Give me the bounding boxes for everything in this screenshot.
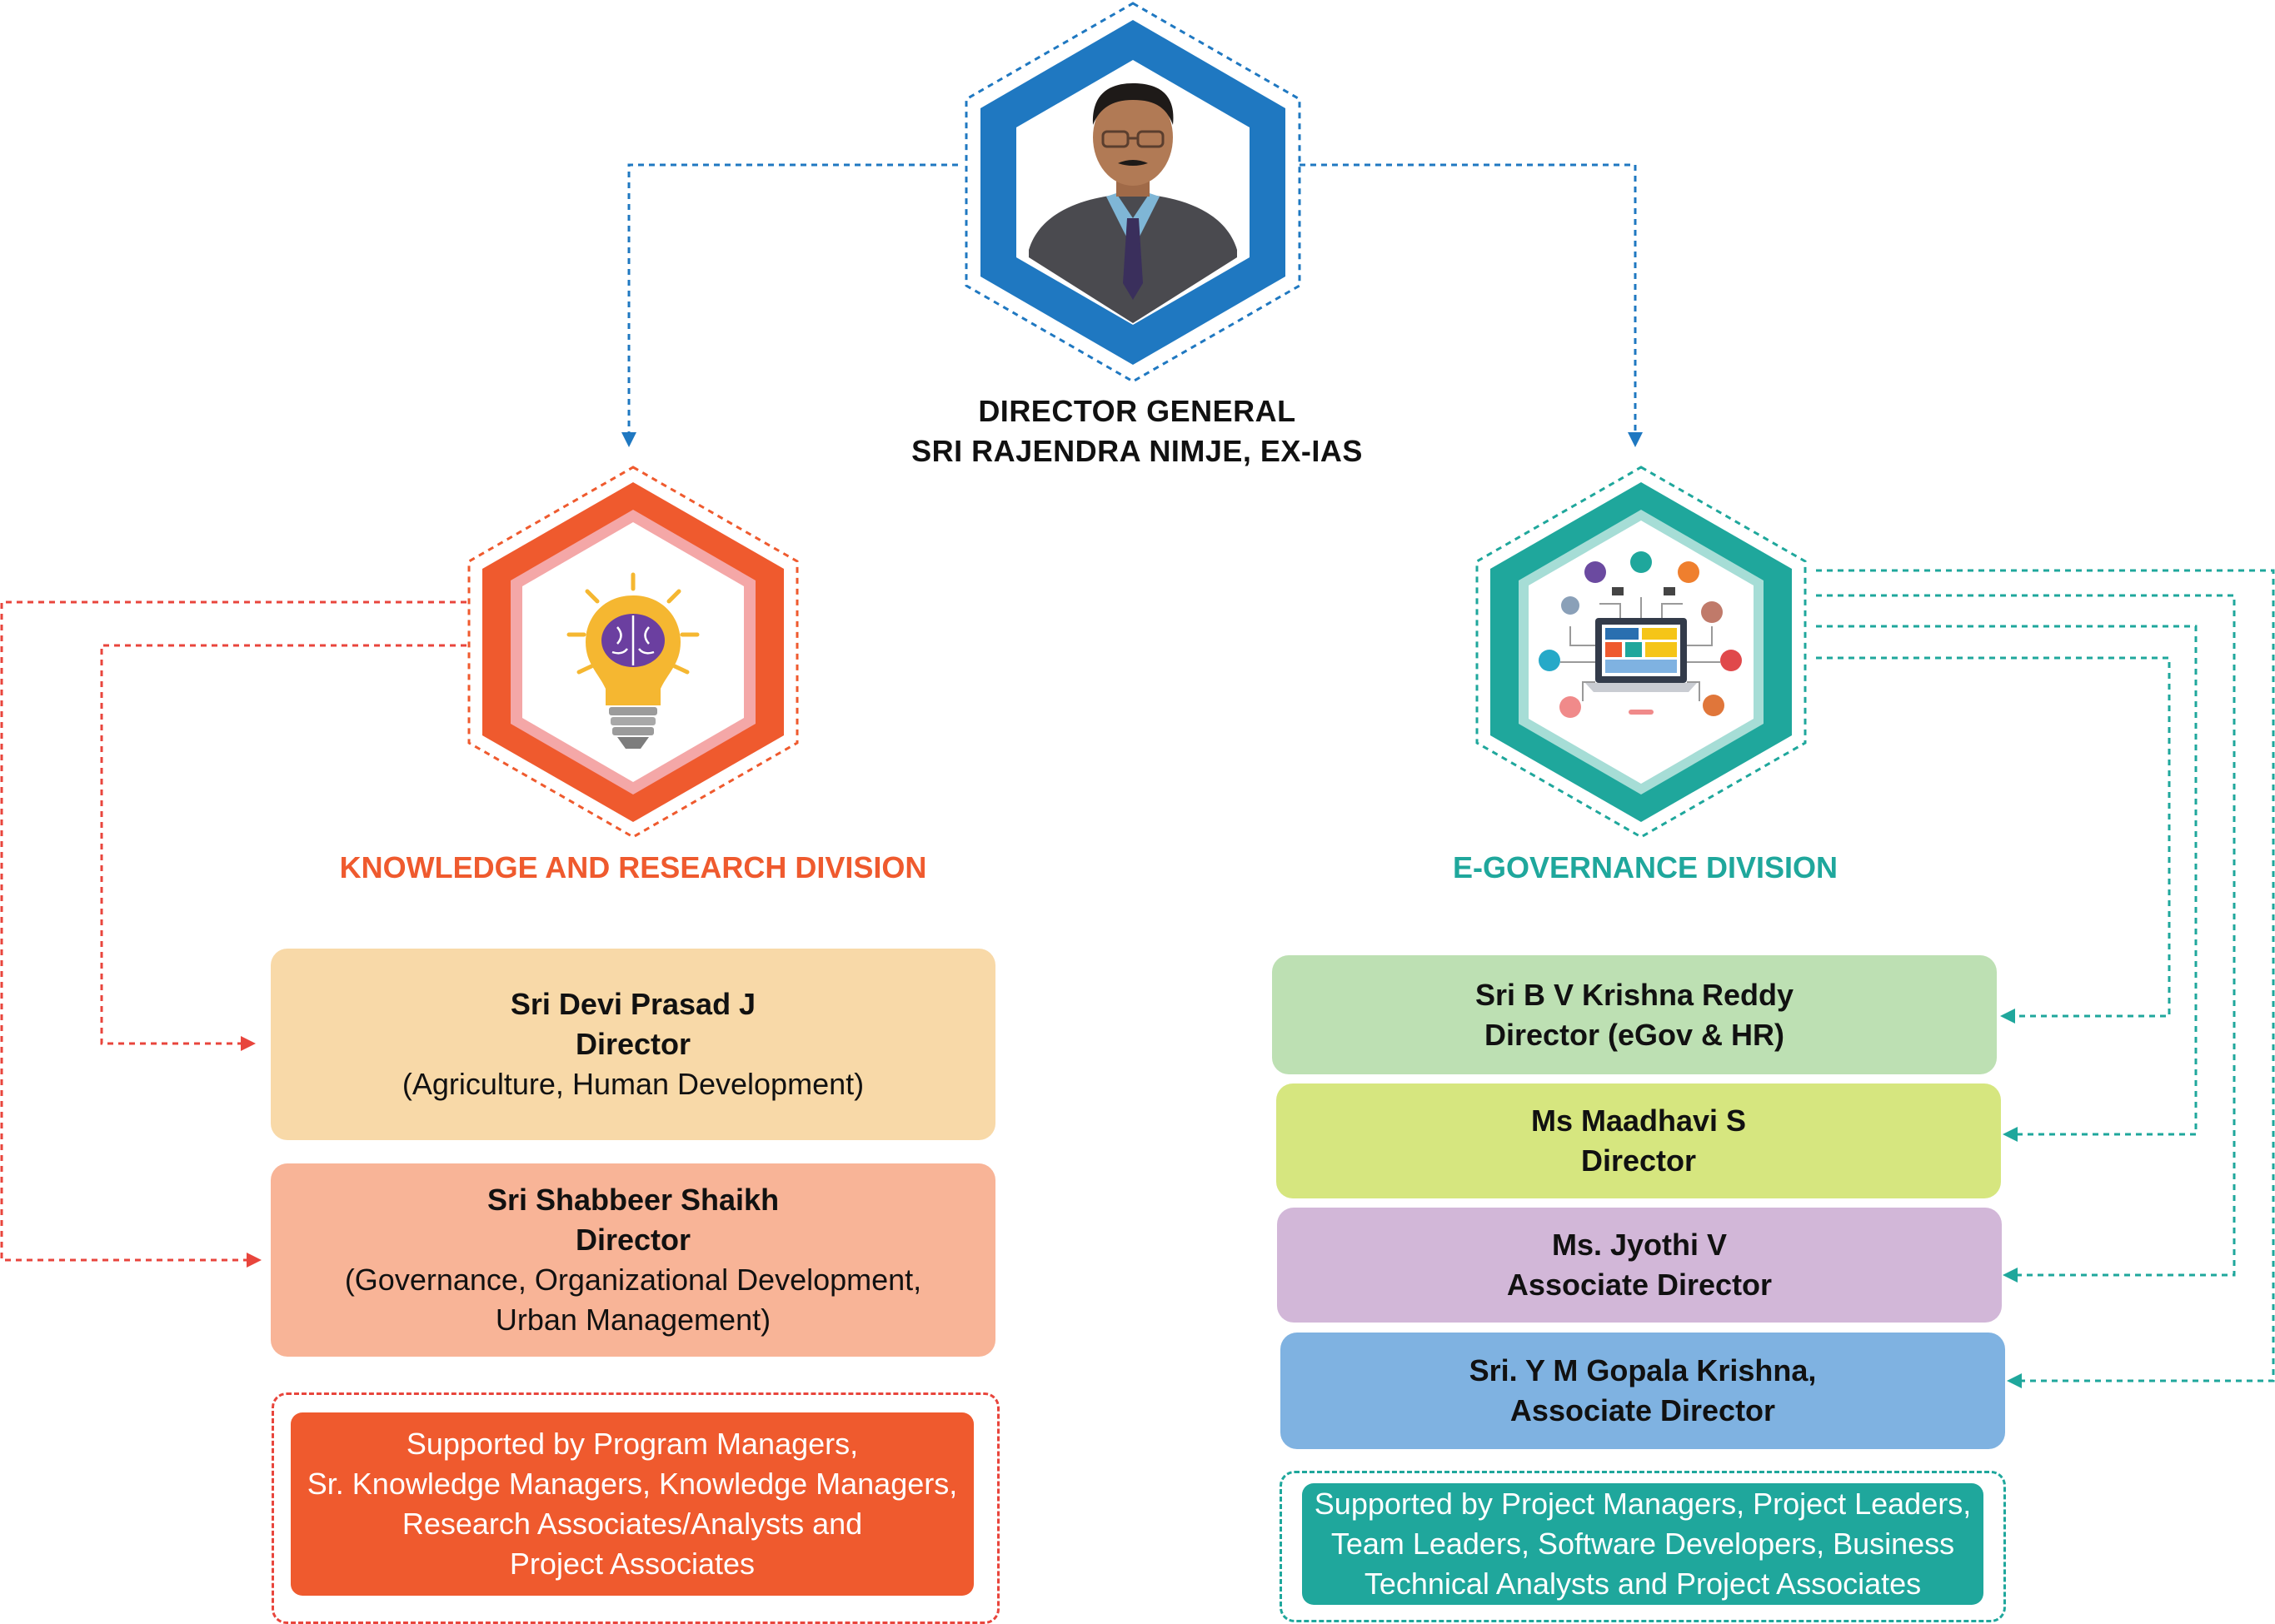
- member-detail: (Governance, Organizational Development,…: [344, 1263, 922, 1337]
- member-name: Sri B V Krishna Reddy: [1474, 977, 1794, 1012]
- eg-to-jyothi-connector: [1816, 594, 2236, 1283]
- egov-support-box: Supported by Project Managers, Project L…: [1302, 1483, 1983, 1605]
- egov-division-hexagon: [1475, 466, 1807, 839]
- director-general-title-block: DIRECTOR GENERAL SRI RAJENDRA NIMJE, EX-…: [804, 391, 1470, 471]
- egov-division-title: E-GOVERNANCE DIVISION: [1452, 850, 1838, 884]
- director-general-title: DIRECTOR GENERAL: [978, 394, 1296, 428]
- member-card-krishna-reddy: Sri B V Krishna Reddy Director (eGov & H…: [1272, 955, 1997, 1074]
- member-name: Sri Devi Prasad J: [510, 987, 756, 1021]
- member-card-shabbeer-shaikh: Sri Shabbeer Shaikh Director (Governance…: [271, 1163, 995, 1357]
- member-role: Director: [575, 1223, 691, 1257]
- member-name: Sri Shabbeer Shaikh: [486, 1183, 780, 1217]
- director-general-name: SRI RAJENDRA NIMJE, EX-IAS: [911, 434, 1363, 468]
- member-detail: (Agriculture, Human Development): [402, 1067, 865, 1101]
- member-card-maadhavi: Ms Maadhavi S Director: [1276, 1083, 2001, 1198]
- member-role: Associate Director: [1506, 1268, 1773, 1302]
- member-card-devi-prasad: Sri Devi Prasad J Director (Agriculture,…: [271, 949, 995, 1140]
- dg-to-knowledge-connector: [621, 163, 958, 447]
- member-role: Associate Director: [1509, 1393, 1776, 1427]
- member-name: Ms. Jyothi V: [1551, 1228, 1728, 1262]
- knowledge-division-title: KNOWLEDGE AND RESEARCH DIVISION: [339, 850, 927, 884]
- eg-to-gopala-connector: [1816, 569, 2275, 1388]
- director-general-hexagon: [965, 2, 1301, 383]
- eg-to-krishnareddy-connector: [1816, 656, 2171, 1024]
- kr-to-devi-connector: [100, 644, 466, 1051]
- member-card-jyothi: Ms. Jyothi V Associate Director: [1277, 1208, 2002, 1323]
- member-name: Ms Maadhavi S: [1530, 1103, 1747, 1138]
- lightbulb-brain-icon: [566, 572, 700, 749]
- member-name: Sri. Y M Gopala Krishna,: [1469, 1353, 1817, 1387]
- eg-to-maadhavi-connector: [1816, 625, 2198, 1142]
- knowledge-division-hexagon: [467, 466, 799, 839]
- director-portrait: [1029, 83, 1237, 323]
- member-role: Director: [575, 1027, 691, 1061]
- member-role: Director (eGov & HR): [1484, 1017, 1785, 1052]
- member-role: Director: [1580, 1143, 1697, 1178]
- member-card-gopala-krishna: Sri. Y M Gopala Krishna, Associate Direc…: [1280, 1333, 2005, 1449]
- knowledge-support-box: Supported by Program Managers, Sr. Knowl…: [291, 1412, 974, 1596]
- dg-to-egov-connector: [1300, 163, 1643, 447]
- kr-to-shabbeer-connector: [0, 600, 466, 1268]
- e-governance-network-icon: [1539, 551, 1742, 718]
- egov-support-frame: [1280, 1471, 2006, 1622]
